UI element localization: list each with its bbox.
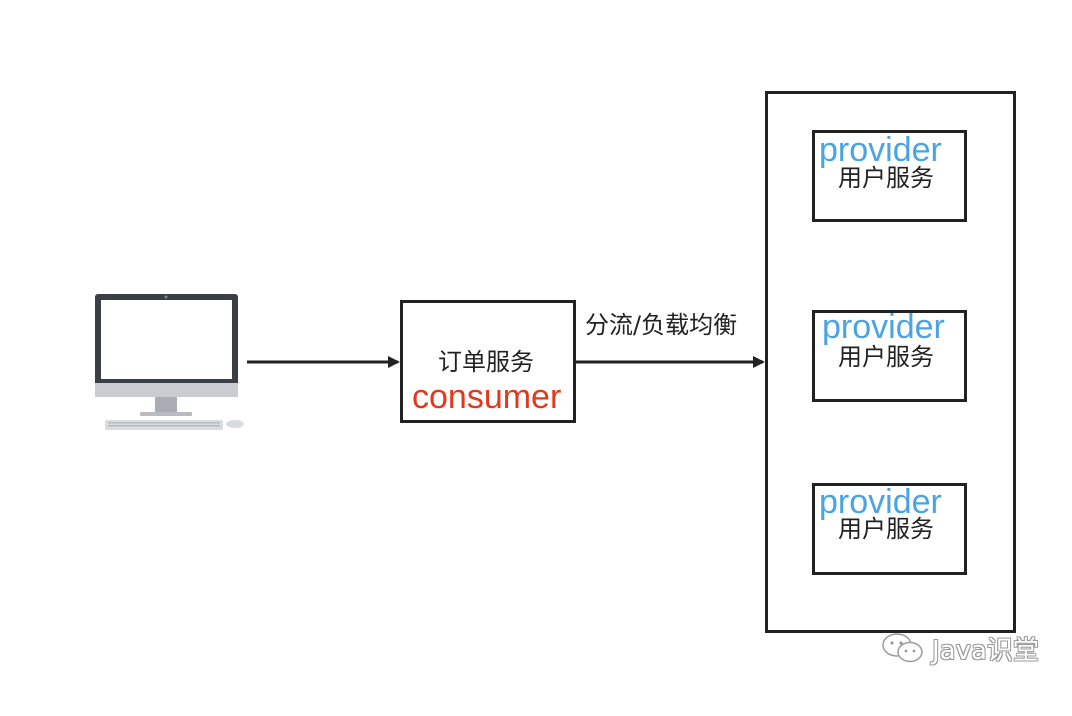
desktop-computer-icon <box>95 294 244 430</box>
provider-role-label: provider <box>819 483 942 521</box>
provider-box <box>812 483 967 575</box>
consumer-service-box <box>400 300 576 423</box>
provider-service-name: 用户服务 <box>838 515 934 543</box>
provider-role-label: provider <box>822 308 945 346</box>
load-balance-label: 分流/负载均衡 <box>585 311 738 339</box>
watermark: Java识堂 <box>880 628 1039 668</box>
provider-box <box>812 310 967 402</box>
watermark-text: Java识堂 <box>932 635 1039 666</box>
provider-box <box>812 130 967 222</box>
provider-role-label: provider <box>819 131 942 169</box>
consumer-role-label: consumer <box>412 378 562 416</box>
wechat-icon <box>882 633 923 663</box>
provider-service-name: 用户服务 <box>838 343 934 371</box>
consumer-service-name: 订单服务 <box>438 348 534 376</box>
provider-service-name: 用户服务 <box>838 164 934 192</box>
